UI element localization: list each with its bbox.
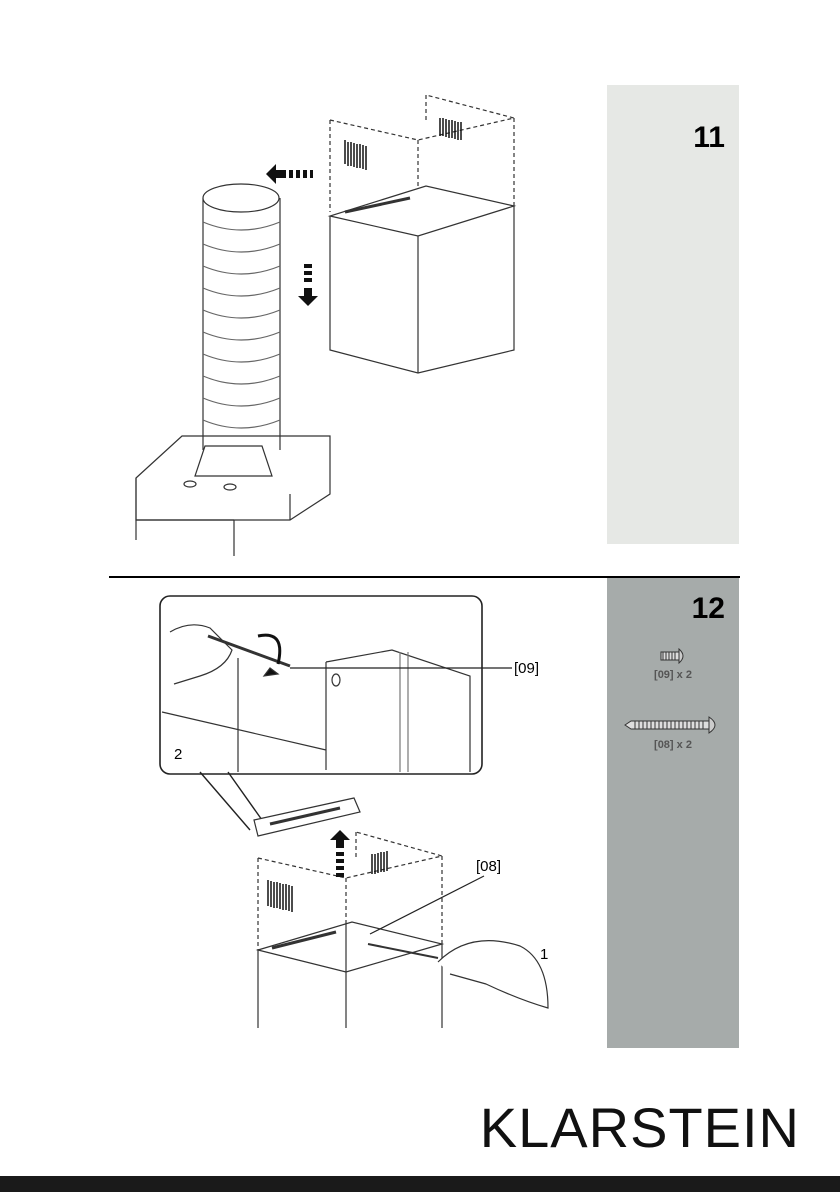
part-label-08: [08] x 2 — [607, 739, 739, 751]
step-12-sidebar: 12 [09] x 2 [08] x 2 — [607, 578, 739, 1048]
step-11-sidebar: 11 — [607, 85, 739, 544]
callout-detail-2: 2 — [174, 746, 182, 763]
callout-screw-08: [08] — [476, 858, 501, 875]
step-number-11: 11 — [693, 123, 725, 153]
short-screw-icon — [657, 648, 689, 664]
callout-screw-09: [09] — [514, 660, 539, 677]
part-screw-09: [09] x 2 — [607, 648, 739, 681]
brand-logo: KLARSTEIN — [480, 1100, 800, 1156]
step-12-illustration — [0, 0, 600, 1040]
callout-hand-1: 1 — [540, 946, 548, 963]
footer-bar — [0, 1176, 840, 1192]
part-label-09: [09] x 2 — [607, 669, 739, 681]
part-screw-08: [08] x 2 — [607, 716, 739, 751]
step-number-12: 12 — [692, 594, 725, 624]
long-screw-icon — [623, 716, 723, 734]
